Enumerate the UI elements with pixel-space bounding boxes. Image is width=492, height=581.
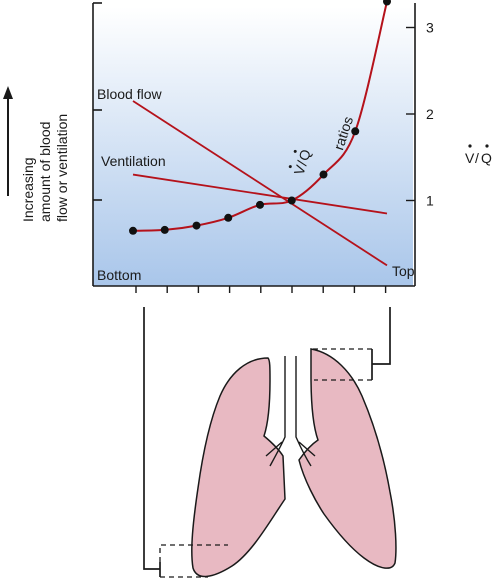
y-axis-label-line-1: Increasing — [20, 157, 36, 222]
vq-label-q: Q — [295, 147, 314, 162]
vq-label-sep: / — [294, 159, 310, 168]
y-axis-label-line-3: flow or ventilation — [54, 114, 70, 222]
vq-data-point — [224, 213, 233, 222]
right-lung — [191, 357, 286, 578]
vq-data-point — [319, 170, 328, 179]
right-axis-tick-label: 3 — [426, 20, 434, 36]
vq-data-point — [351, 127, 360, 136]
right-axis-label: V / Q — [465, 144, 492, 166]
right-axis-label-q: Q — [481, 150, 492, 166]
plot-area — [93, 7, 413, 286]
bottom-bracket — [143, 307, 228, 578]
vq-data-point — [287, 196, 296, 205]
lungs-illustration — [191, 348, 397, 578]
blood-flow-line — [132, 100, 388, 267]
right-axis-ticks: 1 2 3 — [406, 20, 434, 209]
series-layer — [129, 0, 391, 267]
y-axis-arrow — [3, 86, 13, 196]
top-bracket — [311, 307, 391, 381]
vq-label-v-dot — [288, 165, 292, 169]
right-axis-label-v: V — [465, 150, 475, 166]
right-axis-tick-label: 2 — [426, 106, 434, 122]
right-axis-tick-label: 1 — [426, 193, 434, 209]
y-axis-label-line-2: amount of blood — [37, 122, 53, 222]
vq-data-point — [383, 0, 391, 6]
y-axis-label: Increasing amount of blood flow or venti… — [20, 114, 70, 222]
right-axis-label-q-dot — [485, 144, 489, 148]
left-lung — [298, 348, 397, 569]
ventilation-line — [132, 173, 388, 215]
bottom-label: Bottom — [97, 267, 141, 283]
vq-data-point — [160, 225, 169, 234]
vq-data-point — [256, 200, 264, 209]
vq-label-q-dot — [293, 149, 297, 153]
x-ticks — [135, 286, 387, 293]
vq-data-point — [192, 221, 201, 230]
blood-flow-label: Blood flow — [97, 86, 162, 102]
ventilation-label: Ventilation — [101, 153, 166, 169]
trachea — [265, 356, 316, 467]
right-axis-label-sep: / — [475, 150, 479, 166]
top-label: Top — [392, 263, 415, 279]
right-axis-label-v-dot — [468, 144, 472, 148]
vq-data-point — [129, 226, 137, 235]
